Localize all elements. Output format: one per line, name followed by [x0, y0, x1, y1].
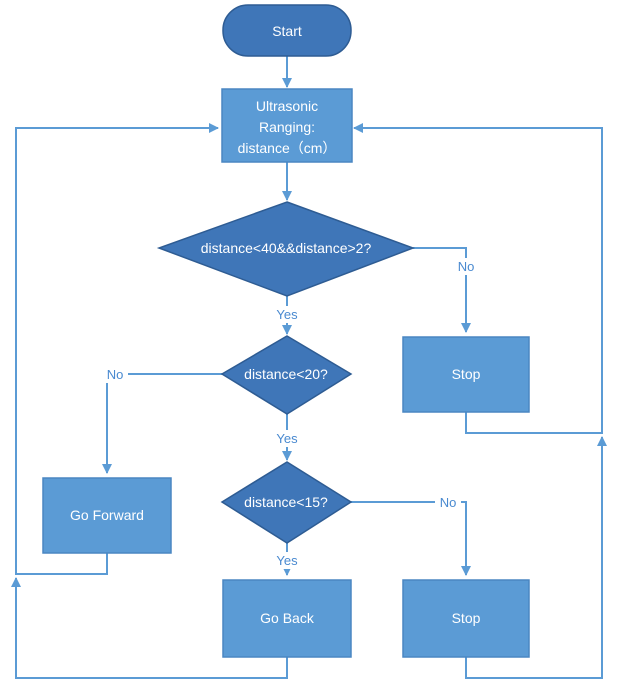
edge-stop-top-loop [353, 123, 603, 434]
check-20-label: distance<20? [244, 366, 328, 382]
edge-go-forward-loop [15, 123, 219, 575]
label-15-no: No [440, 495, 457, 510]
edge-range-check-no [413, 247, 471, 333]
ranging-line-3: distance（cm） [238, 140, 337, 156]
node-go-back: Go Back [222, 579, 352, 658]
stop-top-label: Stop [452, 366, 481, 382]
label-range-no: No [458, 259, 475, 274]
node-go-forward: Go Forward [42, 477, 172, 554]
edge-labels: No Yes No Yes No Yes [102, 258, 478, 569]
label-20-yes: Yes [276, 431, 298, 446]
label-15-yes: Yes [276, 553, 298, 568]
edge-check-20-no [102, 373, 222, 474]
node-ultrasonic-ranging: Ultrasonic Ranging: distance（cm） [221, 88, 353, 163]
go-forward-label: Go Forward [70, 507, 144, 523]
label-range-yes: Yes [276, 307, 298, 322]
node-start: Start [222, 4, 352, 57]
node-check-20-decision: distance<20? [220, 335, 353, 415]
label-20-no: No [107, 367, 124, 382]
ranging-line-1: Ultrasonic [256, 98, 318, 114]
start-label: Start [272, 23, 302, 39]
check-15-label: distance<15? [244, 494, 328, 510]
range-check-label: distance<40&&distance>2? [201, 240, 372, 256]
node-stop-bottom: Stop [402, 579, 530, 658]
node-stop-top: Stop [402, 336, 530, 413]
ranging-line-2: Ranging: [259, 119, 315, 135]
edge-check-15-no [351, 501, 471, 576]
stop-bottom-label: Stop [452, 610, 481, 626]
edge-go-back-loop [11, 577, 288, 679]
edge-stop-bottom-loop [465, 436, 607, 679]
node-check-15-decision: distance<15? [220, 461, 353, 544]
go-back-label: Go Back [260, 610, 315, 626]
node-range-check-decision: distance<40&&distance>2? [156, 201, 416, 297]
